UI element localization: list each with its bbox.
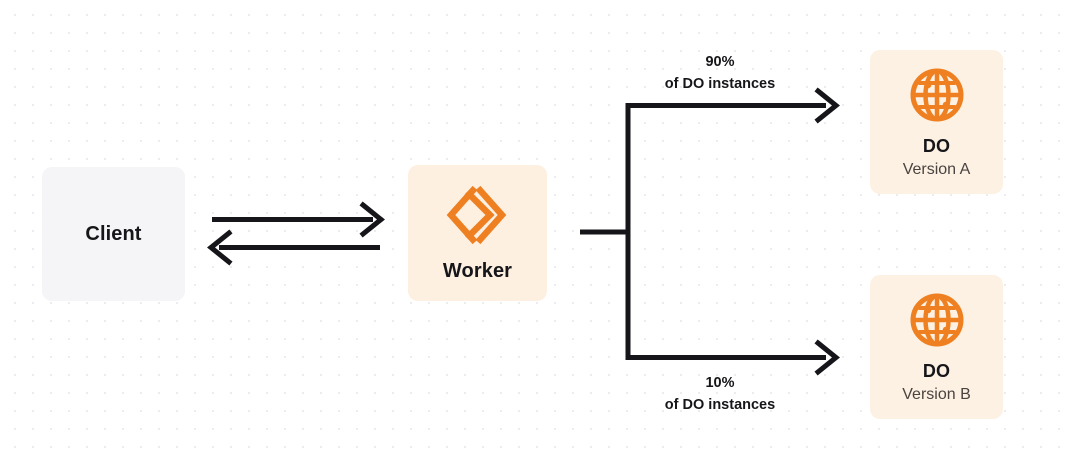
node-worker-label: Worker	[442, 259, 513, 282]
edge-worker-to-do-a	[625, 87, 840, 234]
edge-label-do-b-description: of DO instances	[664, 396, 776, 413]
node-do-version-b[interactable]: DO Version B	[870, 275, 1003, 419]
node-do-a-label: DO	[922, 135, 951, 156]
cloudflare-workers-icon	[445, 184, 511, 246]
edge-worker-to-client	[207, 229, 380, 266]
globe-icon	[908, 66, 966, 124]
node-client[interactable]: Client	[42, 167, 185, 301]
node-do-b-sublabel: Version B	[902, 385, 971, 403]
edge-label-do-b: 10% of DO instances	[595, 373, 845, 417]
edge-label-do-a-percent: 90%	[705, 54, 735, 70]
node-client-label: Client	[85, 222, 142, 245]
edge-client-to-worker	[212, 201, 385, 238]
node-do-a-sublabel: Version A	[902, 160, 971, 178]
edge-label-do-a-description: of DO instances	[664, 75, 776, 92]
globe-icon	[908, 291, 966, 349]
node-worker[interactable]: Worker	[408, 165, 547, 301]
node-do-version-a[interactable]: DO Version A	[870, 50, 1003, 194]
node-do-b-label: DO	[922, 360, 951, 381]
edge-label-do-b-percent: 10%	[705, 375, 735, 391]
edge-worker-to-do-b	[625, 230, 840, 376]
edge-label-do-a: 90% of DO instances	[595, 52, 845, 96]
